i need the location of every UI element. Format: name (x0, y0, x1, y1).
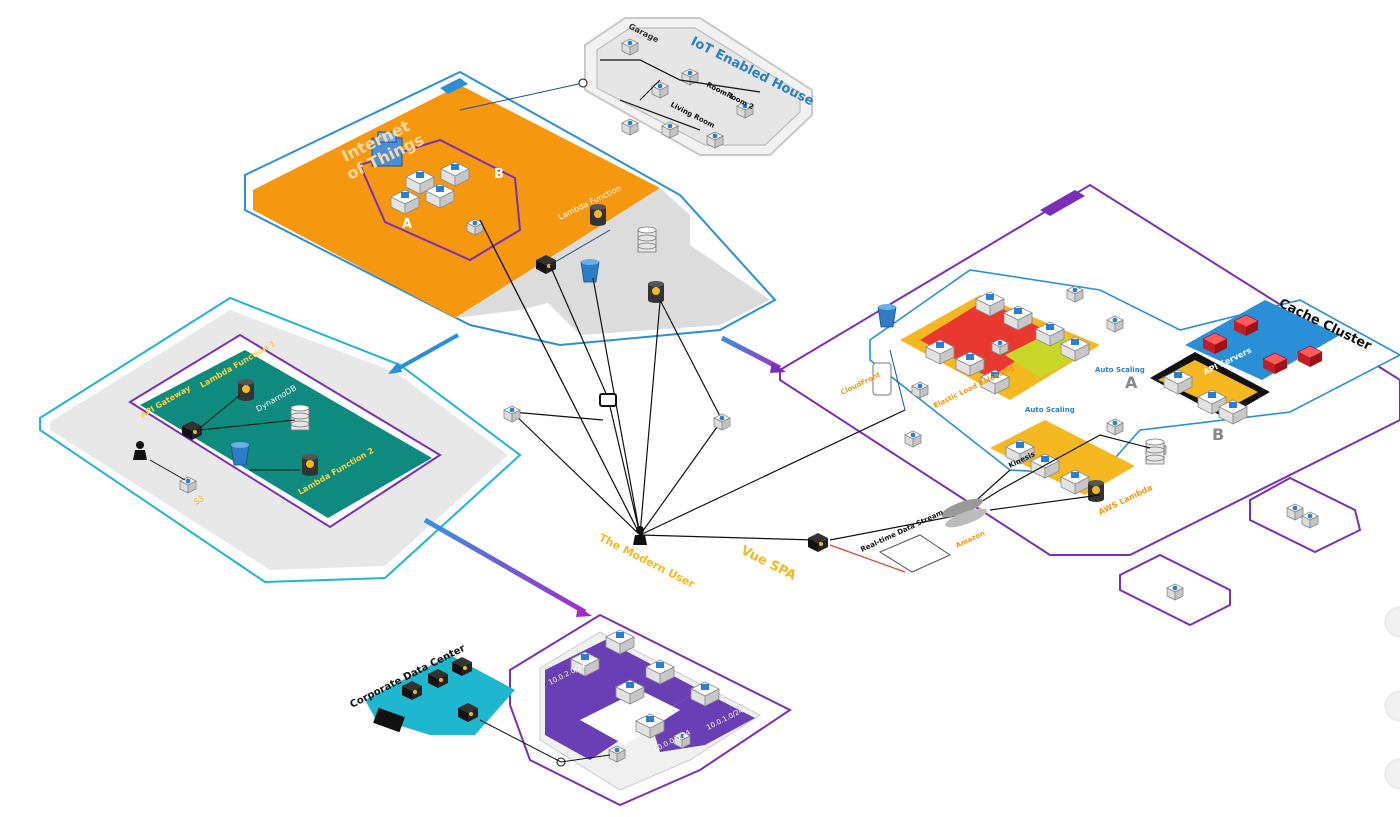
vue-spa-label: Vue SPA (738, 543, 798, 584)
side-control-3[interactable] (1386, 760, 1400, 788)
main-vpc-block: Cache Cluster API Servers A B Auto Scali… (779, 183, 1400, 556)
kinesis-stream-icon (878, 498, 987, 573)
vpc-az-a: A (1125, 373, 1138, 392)
side-block-2 (1119, 553, 1231, 627)
auto-scaling-label-1: Auto Scaling (1095, 366, 1145, 374)
auto-scaling-label-2: Auto Scaling (1025, 406, 1075, 414)
iot-house-block: IoT Enabled House Garage Room 1 Room 2 L… (584, 17, 816, 156)
connections (459, 78, 1151, 767)
iot-az-a: A (402, 217, 412, 232)
iot-az-b: B (494, 167, 504, 182)
serverless-s3: S3 (193, 494, 206, 507)
iot-shard-icon (371, 131, 403, 167)
amazon-label: Amazon (954, 529, 986, 549)
side-block-1 (1249, 476, 1362, 554)
corporate-data-center: Corporate Data Center (348, 643, 515, 735)
side-control-1[interactable] (1386, 608, 1400, 636)
side-control-2[interactable] (1386, 692, 1400, 720)
modern-user-label: The Modern User (597, 531, 698, 591)
iot-house-devices (600, 38, 761, 149)
region-arrows (388, 333, 786, 617)
vpc-az-b: B (1212, 425, 1224, 444)
corporate-block: 10.0.2.0/24 10.0.1.0/24 10.0.0.0/24 (509, 613, 792, 807)
